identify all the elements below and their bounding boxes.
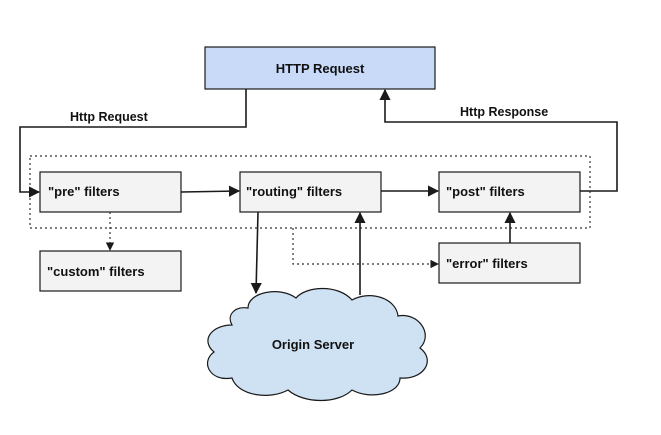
error-filters-node: "error" filters xyxy=(438,242,581,284)
custom-filters-box xyxy=(39,250,182,292)
post-filters-node: "post" filters xyxy=(438,171,581,213)
response-edge-label: Http Response xyxy=(460,105,548,119)
pre-filters-box xyxy=(39,171,182,213)
request-edge-label: Http Request xyxy=(70,110,149,124)
custom-filters-label: "custom" filters xyxy=(47,264,145,279)
error-filters-label: "error" filters xyxy=(446,256,528,271)
post-filters-label: "post" filters xyxy=(446,184,525,199)
routing-filters-label: "routing" filters xyxy=(246,184,342,199)
custom-filters-node: "custom" filters xyxy=(39,250,182,292)
error-filters-box xyxy=(438,242,581,284)
routing-filters-node: "routing" filters xyxy=(239,171,382,213)
request-flow-arrow xyxy=(19,89,247,198)
origin-server-label: Origin Server xyxy=(272,337,354,352)
pre-filters-node: "pre" filters xyxy=(39,171,182,213)
origin-server-node: Origin Server xyxy=(207,288,428,401)
http-request-node: HTTP Request xyxy=(204,46,436,90)
http-request-box xyxy=(204,46,436,90)
response-flow-arrow xyxy=(379,88,618,192)
pre-to-routing-arrow xyxy=(180,185,241,197)
post-filters-box xyxy=(438,171,581,213)
http-request-label: HTTP Request xyxy=(276,61,365,76)
origin-server-cloud xyxy=(207,288,428,401)
routing-filters-box xyxy=(239,171,382,213)
pre-filters-label: "pre" filters xyxy=(48,184,120,199)
routing-to-origin-arrow xyxy=(250,211,262,295)
filter-chain-boundary xyxy=(29,155,591,229)
chain-to-error-arrow xyxy=(292,228,439,269)
